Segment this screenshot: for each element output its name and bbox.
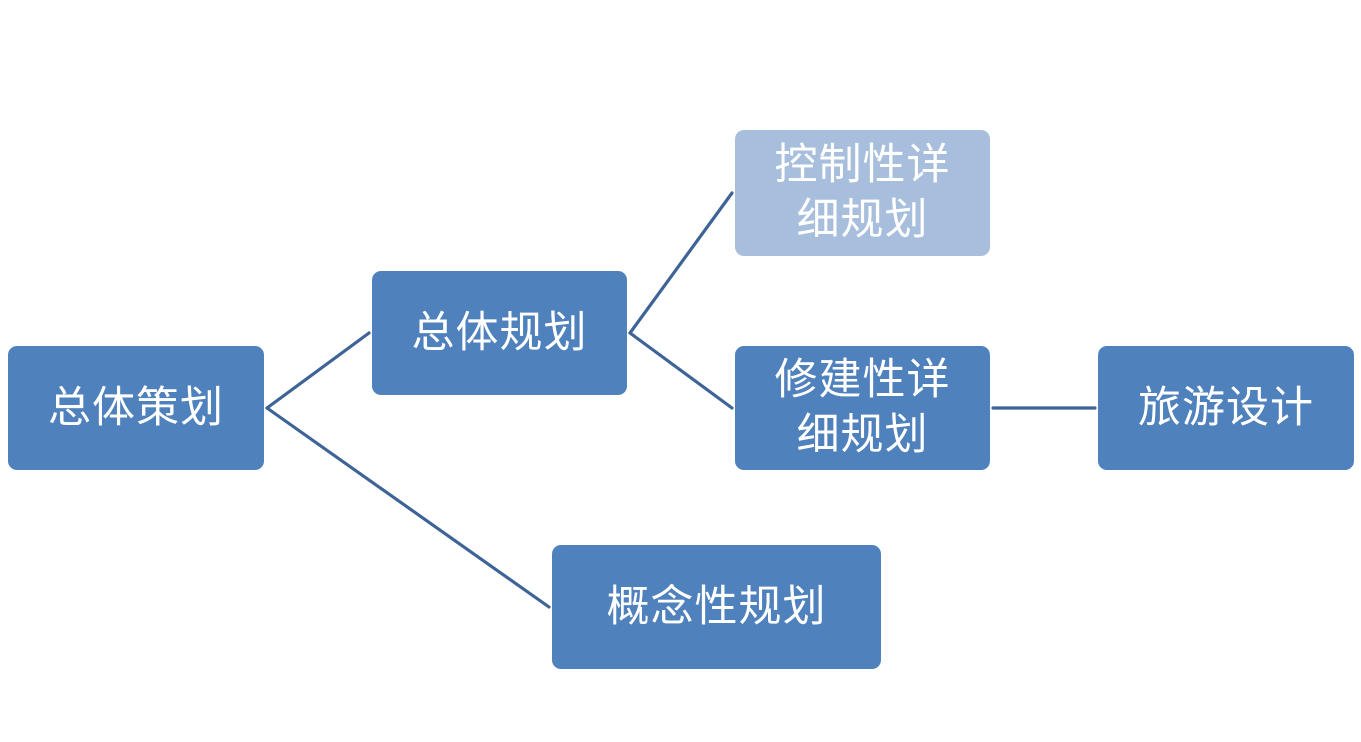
node-label: 修建性详 细规划 — [774, 355, 951, 460]
node-label: 总体策划 — [48, 382, 224, 433]
node-label: 总体规划 — [411, 307, 588, 358]
node-regulatory-detailed-plan: 控制性详 细规划 — [735, 130, 990, 256]
node-label: 旅游设计 — [1138, 382, 1314, 433]
node-constructive-detailed-plan: 修建性详 细规划 — [735, 346, 990, 470]
connector-root-to-concept-plan — [265, 406, 551, 609]
node-label: 概念性规划 — [606, 581, 827, 632]
node-overall-strategy: 总体策划 — [8, 346, 264, 470]
connector-root-to-master-plan — [265, 331, 371, 410]
node-master-plan: 总体规划 — [372, 271, 627, 395]
connector-master-plan-to-construction-plan — [628, 331, 734, 410]
node-label: 控制性详 细规划 — [774, 140, 951, 245]
node-tourism-design: 旅游设计 — [1098, 346, 1354, 470]
node-conceptual-plan: 概念性规划 — [552, 545, 881, 669]
connector-master-plan-to-control-plan — [628, 191, 734, 335]
